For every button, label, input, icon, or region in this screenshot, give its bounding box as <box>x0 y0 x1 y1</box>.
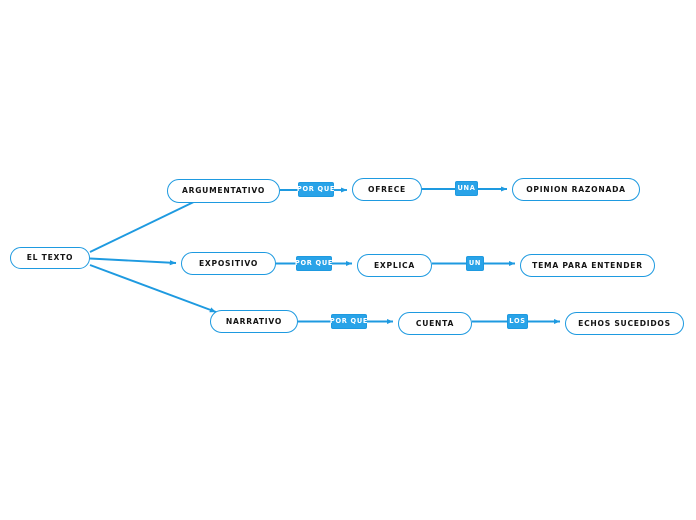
chip-los[interactable]: LOS <box>507 314 528 329</box>
node-label-expositivo: EXPOSITIVO <box>198 258 259 268</box>
node-tema-para-entender[interactable]: TEMA PARA ENTENDER <box>520 254 655 277</box>
chip-label-por-que-1: POR QUE <box>296 185 336 194</box>
node-argumentativo[interactable]: ARGUMENTATIVO <box>167 179 280 203</box>
node-opinion-razonada[interactable]: OPINION RAZONADA <box>512 178 640 201</box>
node-echos-sucedidos[interactable]: ECHOS SUCEDIDOS <box>565 312 684 335</box>
node-label-el-texto: EL TEXTO <box>26 253 74 263</box>
chip-label-por-que-3: POR QUE <box>329 317 369 326</box>
node-label-echos-sucedidos: ECHOS SUCEDIDOS <box>578 318 671 328</box>
chip-label-un: UN <box>468 259 482 268</box>
chip-por-que-1[interactable]: POR QUE <box>296 182 336 197</box>
node-label-narrativo: NARRATIVO <box>225 316 283 326</box>
node-cuenta[interactable]: CUENTA <box>398 312 472 335</box>
node-label-ofrece: OFRECE <box>368 184 406 194</box>
node-narrativo[interactable]: NARRATIVO <box>210 310 298 333</box>
chip-por-que-3[interactable]: POR QUE <box>329 314 369 329</box>
chip-una[interactable]: UNA <box>455 181 478 196</box>
node-el-texto[interactable]: EL TEXTO <box>10 247 90 269</box>
node-label-argumentativo: ARGUMENTATIVO <box>181 186 266 196</box>
chip-label-los: LOS <box>509 317 526 326</box>
edge-root-to-argumentativo <box>89 197 203 253</box>
node-label-tema-para-entender: TEMA PARA ENTENDER <box>532 260 643 270</box>
node-explica[interactable]: EXPLICA <box>357 254 432 277</box>
node-label-opinion-razonada: OPINION RAZONADA <box>526 184 626 194</box>
node-label-cuenta: CUENTA <box>415 318 455 328</box>
chip-label-por-que-2: POR QUE <box>294 259 334 268</box>
chip-label-una: UNA <box>457 184 476 193</box>
chip-por-que-2[interactable]: POR QUE <box>294 256 334 271</box>
node-label-explica: EXPLICA <box>374 260 415 270</box>
edge-root-to-expositivo <box>89 257 177 266</box>
chip-un[interactable]: UN <box>466 256 484 271</box>
node-ofrece[interactable]: OFRECE <box>352 178 422 201</box>
node-expositivo[interactable]: EXPOSITIVO <box>181 252 276 275</box>
